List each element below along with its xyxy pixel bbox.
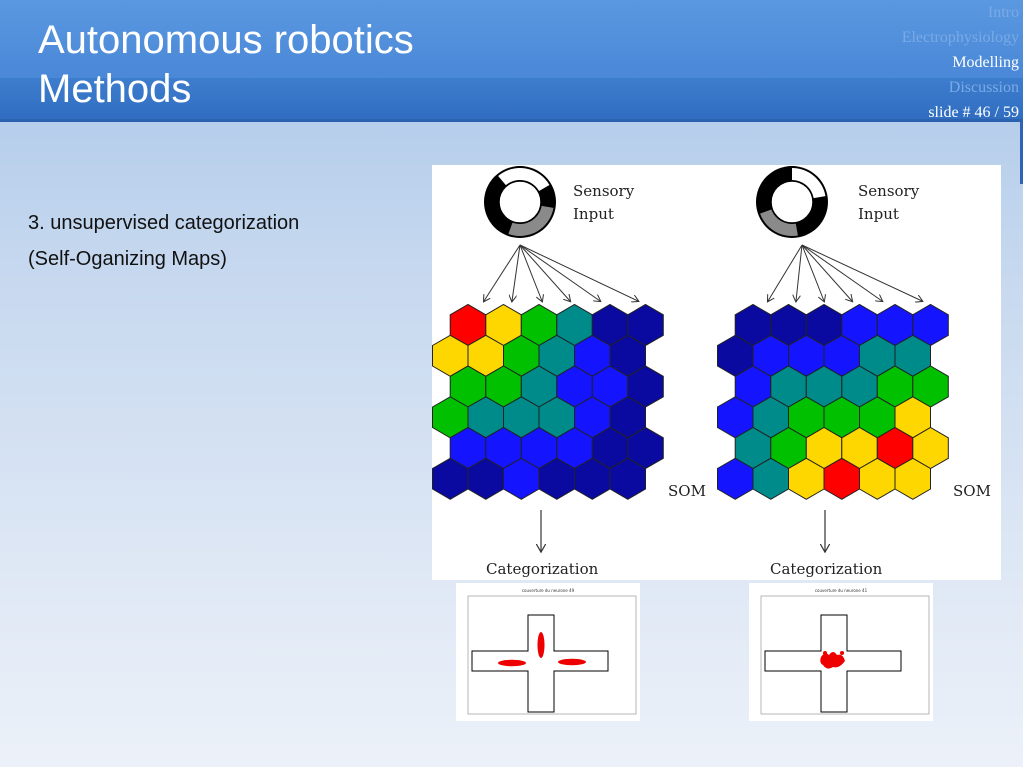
coverage-plot-right-title: couverture du neurone 41 (815, 588, 868, 593)
edge-tab (1020, 122, 1023, 184)
input-arrow (519, 244, 542, 301)
ring-center (770, 180, 814, 224)
input-arrow (519, 244, 638, 301)
ring-segment (498, 168, 550, 191)
sensory-label-left-2: Input (573, 205, 614, 223)
som-neuron (894, 457, 931, 500)
section-nav: Intro Electrophysiology Modelling Discus… (902, 0, 1019, 122)
left-som-map: Sensory Input SOM Categorization (432, 166, 706, 578)
cross-arena-left (471, 614, 609, 713)
input-arrow (801, 244, 882, 301)
input-arrow (512, 244, 521, 301)
input-arrow (484, 244, 521, 301)
categorization-label-right: Categorization (770, 560, 883, 578)
body-text: 3. unsupervised categorization (Self-Oga… (28, 205, 299, 277)
som-label-left: SOM (668, 482, 706, 500)
coverage-plot-left-title: couverture du neurone 49 (522, 588, 575, 593)
slide-counter: slide # 46 / 59 (928, 104, 1019, 121)
header-shadow (0, 119, 1023, 122)
plot-frame-left (467, 595, 637, 715)
ring-center (498, 180, 542, 224)
body-line-2: (Self-Oganizing Maps) (28, 248, 227, 270)
nav-item-electrophysiology[interactable]: Electrophysiology (901, 29, 1019, 46)
sensory-label-right-1: Sensory (858, 182, 920, 200)
input-arrow (768, 244, 803, 301)
coverage-plot-right: couverture du neurone 41 (749, 583, 933, 721)
input-arrow (801, 244, 922, 301)
nav-item-discussion[interactable]: Discussion (948, 79, 1019, 96)
slide-title-line2: Methods (38, 67, 192, 111)
plot-frame-right (760, 595, 930, 715)
right-som-map: Sensory Input SOM Categorization (717, 166, 991, 578)
input-arrow (519, 244, 600, 301)
som-grid-right (717, 303, 949, 500)
input-arrows-left (484, 244, 638, 301)
sensory-ring-right (756, 166, 828, 238)
coverage-plot-left: couverture du neurone 49 (456, 583, 640, 721)
slide-title-line1: Autonomous robotics (38, 18, 414, 62)
ring-segment (792, 168, 826, 199)
sensory-label-left-1: Sensory (573, 182, 635, 200)
sensory-label-right-2: Input (858, 205, 899, 223)
input-arrows-right (768, 244, 922, 301)
categorization-label-left: Categorization (486, 560, 599, 578)
sensory-ring-left (484, 166, 556, 238)
ring-segment (760, 209, 798, 236)
activation-cloud-right (820, 651, 845, 669)
input-arrow (801, 244, 852, 301)
slide-title: Autonomous robotics Methods (38, 16, 414, 114)
som-neuron (609, 457, 646, 500)
body-line-1: 3. unsupervised categorization (28, 212, 300, 234)
som-diagram: Sensory Input SOM Categorization Sensory… (432, 166, 991, 578)
activation-cloud-left (498, 632, 586, 667)
ring-segment (508, 205, 554, 236)
som-label-right: SOM (953, 482, 991, 500)
nav-item-modelling[interactable]: Modelling (952, 54, 1019, 71)
header-band (0, 0, 1023, 78)
som-figure: Sensory Input SOM Categorization Sensory… (432, 165, 1001, 580)
nav-item-intro[interactable]: Intro (987, 4, 1019, 21)
input-arrow (801, 244, 824, 301)
input-arrow (519, 244, 570, 301)
input-arrow (796, 244, 803, 301)
som-grid-left (432, 303, 664, 500)
slide-header: Autonomous robotics Methods Intro Electr… (0, 0, 1023, 122)
